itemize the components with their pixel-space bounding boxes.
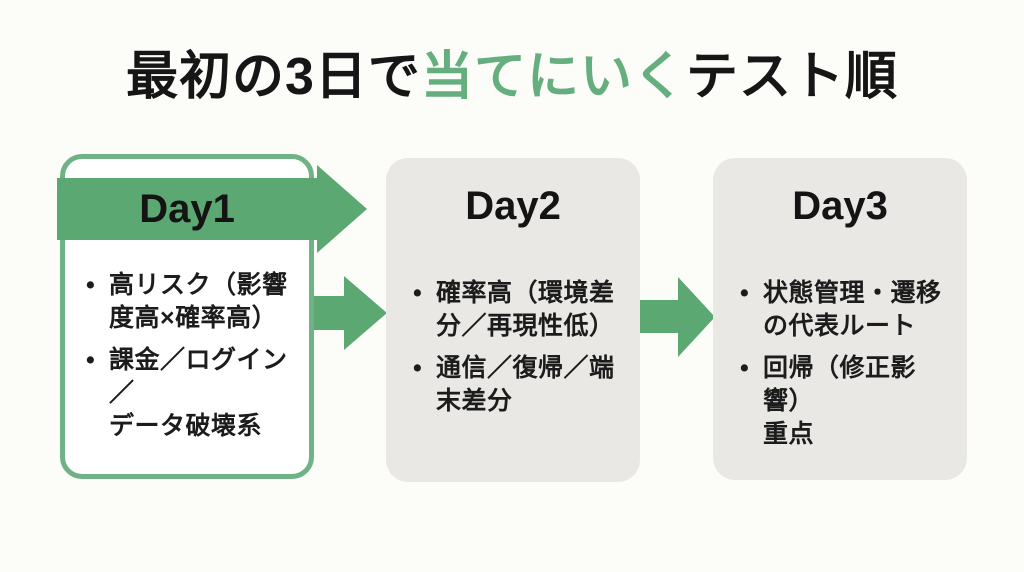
bullet-icon: •	[740, 354, 749, 382]
bullet-text: 高リスク（影響 度高×確率高）	[109, 271, 288, 332]
title-prefix: 最初の3日で	[126, 48, 421, 106]
bullet-icon: •	[740, 279, 749, 307]
bullet-icon: •	[86, 346, 95, 374]
card-day3: Day3 • 状態管理・遷移 の代表ルート • 回帰（修正影響） 重点	[713, 158, 967, 480]
arrow-head	[678, 277, 715, 357]
card-title-day2: Day2	[465, 184, 561, 228]
bullet-text: 課金／ログイン／ データ破壊系	[109, 346, 288, 440]
bullet-text: 回帰（修正影響） 重点	[763, 354, 917, 448]
day1-header-banner: Day1	[57, 178, 317, 240]
card-title-day3: Day3	[792, 184, 888, 228]
list-item: • 通信／復帰／端 末差分	[410, 352, 634, 418]
bullet-icon: •	[413, 279, 422, 307]
title-suffix: テスト順	[685, 48, 898, 106]
list-item: • 高リスク（影響 度高×確率高）	[83, 269, 303, 335]
list-item: • 状態管理・遷移 の代表ルート	[737, 277, 961, 343]
bullet-text: 状態管理・遷移 の代表ルート	[763, 279, 942, 340]
arrow-head	[344, 276, 387, 350]
bullet-icon: •	[413, 354, 422, 382]
title-highlight: 当てにいく	[420, 48, 686, 106]
bullet-text: 通信／復帰／端 末差分	[436, 354, 615, 415]
list-item: • 課金／ログイン／ データ破壊系	[83, 344, 303, 443]
day3-bullet-list: • 状態管理・遷移 の代表ルート • 回帰（修正影響） 重点	[737, 277, 961, 460]
card-title-day1: Day1	[139, 186, 235, 231]
page-title: 最初の3日で当てにいくテスト順	[0, 34, 1024, 109]
banner-arrow-icon	[317, 165, 367, 253]
day2-bullet-list: • 確率高（環境差 分／再現性低） • 通信／復帰／端 末差分	[410, 277, 634, 427]
list-item: • 回帰（修正影響） 重点	[737, 352, 961, 451]
bullet-text: 確率高（環境差 分／再現性低）	[436, 279, 615, 340]
arrow-tail	[638, 300, 679, 333]
card-day2: Day2 • 確率高（環境差 分／再現性低） • 通信／復帰／端 末差分	[386, 158, 640, 482]
bullet-icon: •	[86, 271, 95, 299]
list-item: • 確率高（環境差 分／再現性低）	[410, 277, 634, 343]
day1-bullet-list: • 高リスク（影響 度高×確率高） • 課金／ログイン／ データ破壊系	[83, 269, 303, 452]
